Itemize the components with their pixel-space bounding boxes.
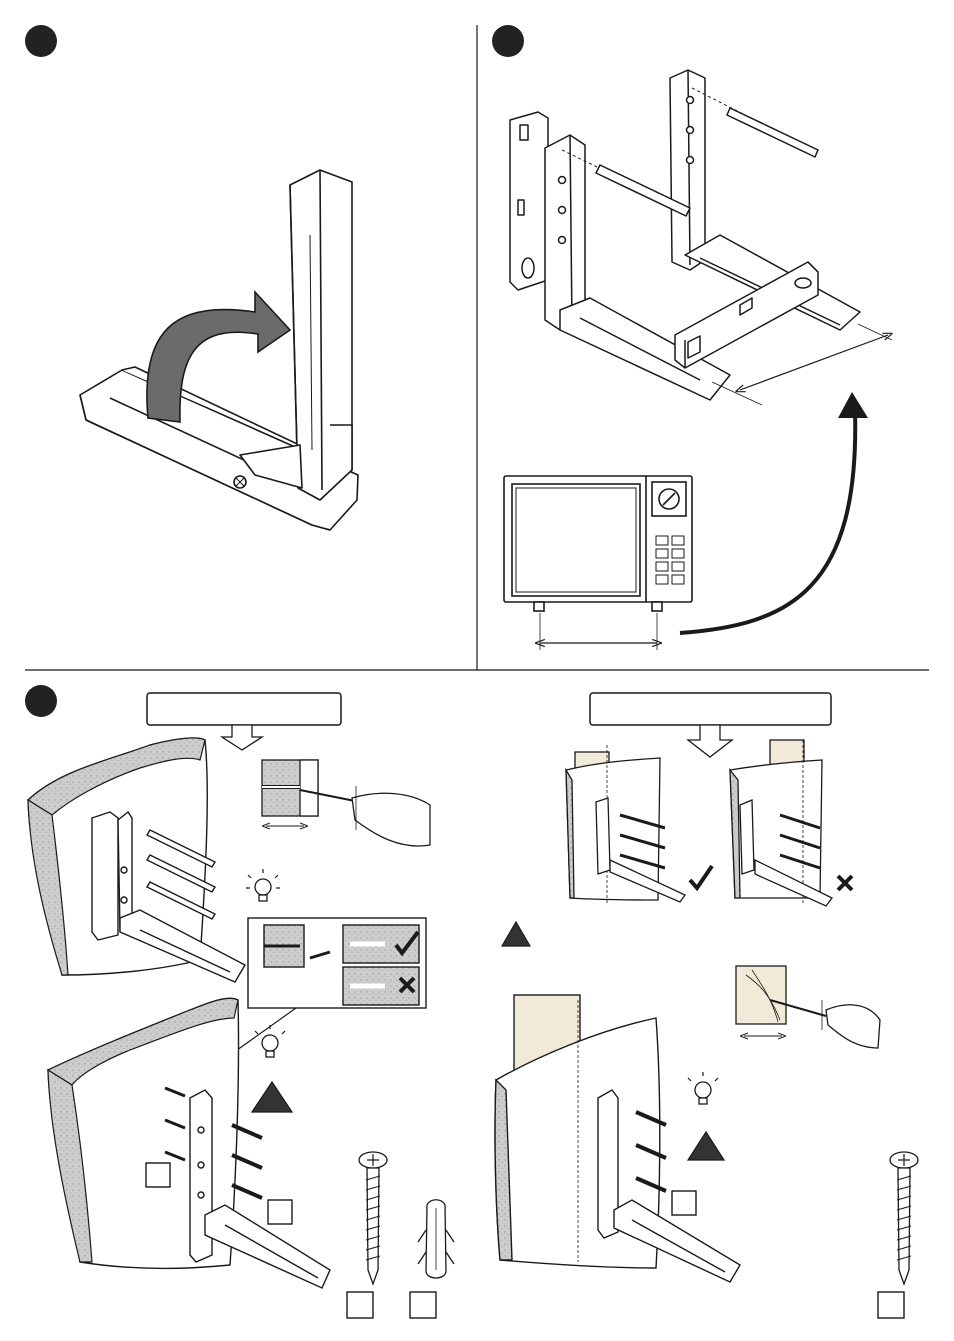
masonry-wall-label-box <box>147 693 341 725</box>
lightbulb-icon <box>246 869 280 901</box>
timber-correct-example <box>566 745 685 905</box>
warning-icon <box>252 1082 292 1112</box>
timber-incorrect-example <box>730 740 832 906</box>
screw-illustration <box>890 1152 918 1284</box>
lightbulb-icon <box>688 1072 718 1104</box>
down-arrow-left <box>222 725 262 750</box>
cross-icon <box>838 876 852 890</box>
quantity-box-timber-screws <box>878 1292 904 1318</box>
screw-illustration <box>359 1152 387 1284</box>
bracket-spacing-dimension <box>740 335 888 390</box>
transfer-arrow <box>680 410 855 633</box>
quantity-box-timber-screws-applied <box>672 1191 696 1215</box>
checkmark-icon <box>690 866 712 888</box>
step-1-badge <box>25 25 57 57</box>
drill-depth-detail <box>262 760 430 846</box>
warning-icon <box>502 922 530 946</box>
lightbulb-icon <box>255 1025 285 1057</box>
quantity-box-screws-applied <box>268 1200 292 1224</box>
quantity-box-plugs-applied <box>146 1163 170 1187</box>
timber-wall-label-box <box>590 693 831 725</box>
warning-icon <box>688 1132 724 1160</box>
microwave-illustration <box>504 476 692 611</box>
plug-detail-box <box>248 918 426 1008</box>
step-3-badge <box>25 685 57 717</box>
wall-plug-illustration <box>418 1200 454 1278</box>
down-arrow-right <box>688 725 732 757</box>
timber-drill-detail <box>736 966 880 1048</box>
step-2-bracket-assembly <box>510 70 860 400</box>
step-1-bracket-illustration <box>80 170 358 530</box>
quantity-box-screws <box>347 1292 373 1318</box>
step-2-badge <box>492 25 524 57</box>
fold-arrow <box>147 292 290 422</box>
quantity-box-plugs <box>410 1292 436 1318</box>
